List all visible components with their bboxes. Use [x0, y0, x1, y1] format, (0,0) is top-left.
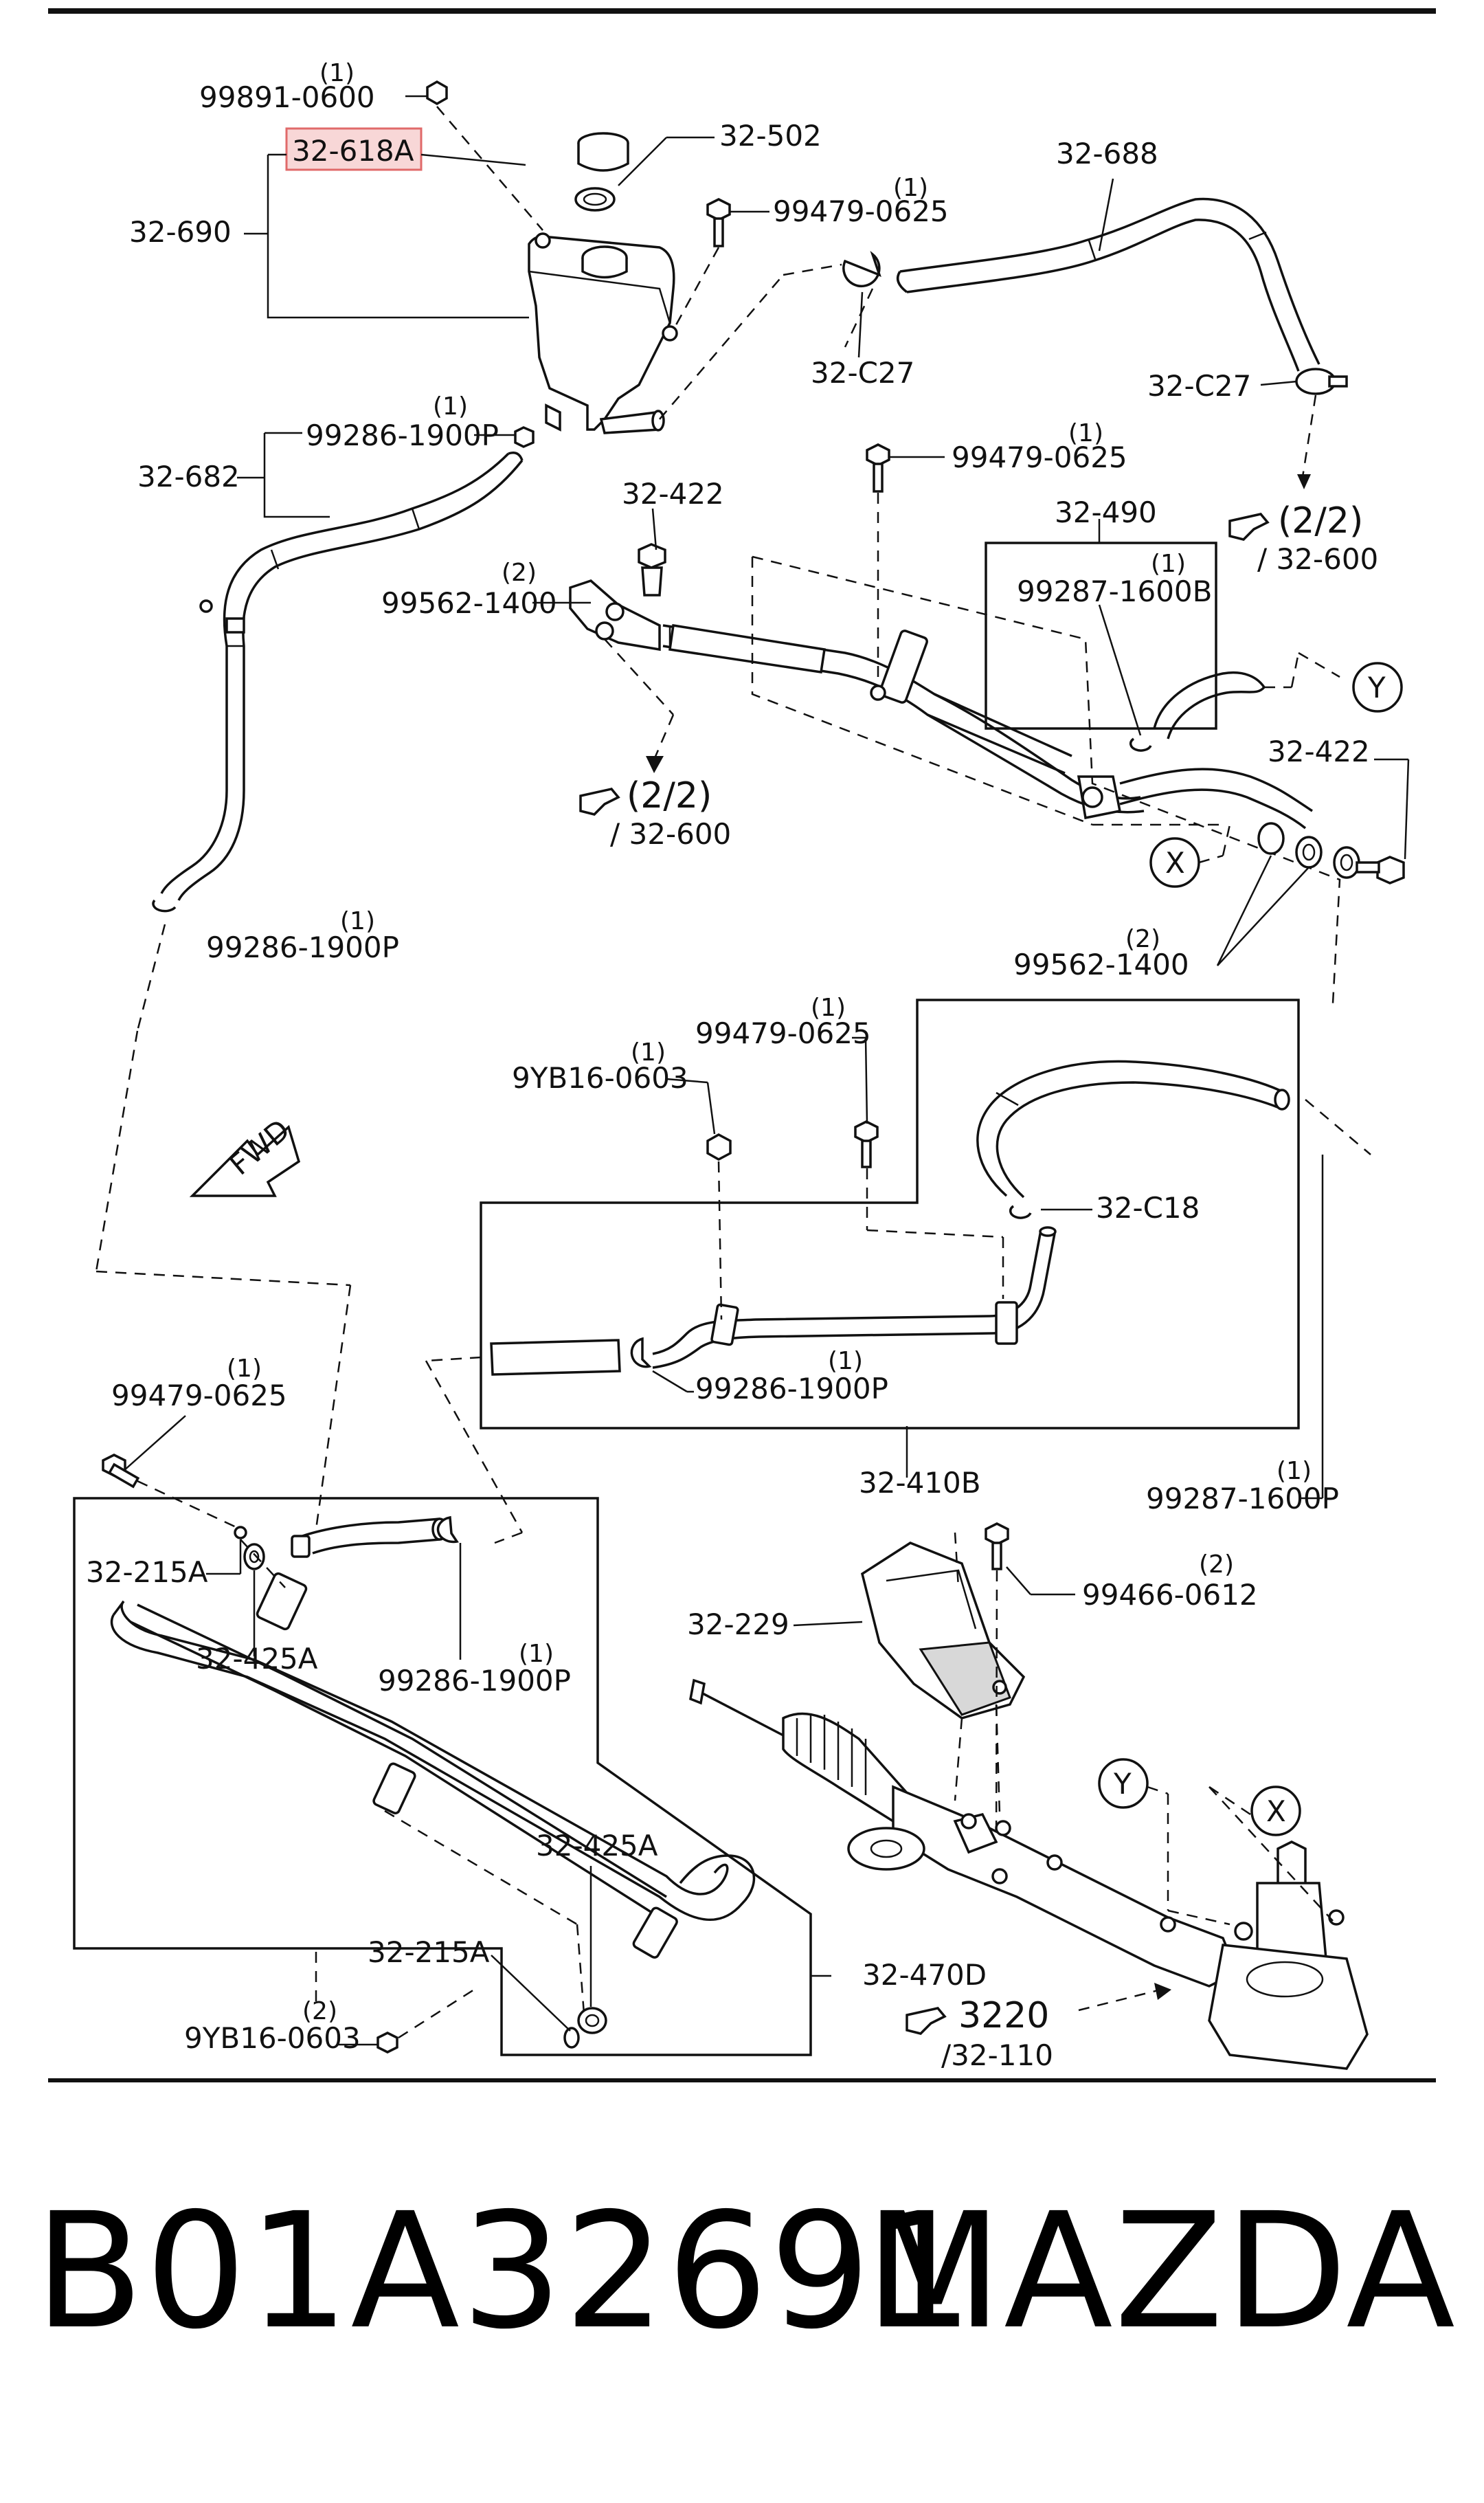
label-32-688: 32-688 [1056, 137, 1158, 170]
qty-99286a: (1) [433, 392, 468, 421]
qty-99479b: (1) [1068, 419, 1103, 447]
ref-2-2-b: (2/2) [627, 775, 712, 816]
pointing-hand-icon [579, 788, 620, 816]
label-32-502: 32-502 [719, 119, 822, 153]
label-32-682: 32-682 [137, 460, 240, 493]
fwd-arrow-icon [189, 1124, 301, 1197]
steering-parts-diagram: (1) 99891-0600 32-618A 32-502 32-690 (1)… [48, 8, 1436, 2082]
label-99286-1900p-d: 99286-1900P [378, 1664, 571, 1698]
label-99891-0600: 99891-0600 [199, 80, 375, 114]
qty-99287a: (1) [1151, 550, 1186, 578]
qty-99479a: (1) [893, 174, 928, 202]
pointing-hand-icon [906, 2007, 947, 2035]
reservoir-assembly [528, 132, 678, 434]
qty-99891: (1) [319, 59, 355, 87]
label-99287-1600b: 99287-1600B [1017, 575, 1212, 608]
qty-99562b: (2) [1125, 925, 1160, 953]
banjo-fitting-left [569, 579, 661, 652]
qty-99466: (2) [1199, 1550, 1234, 1579]
label-99286-1900p-a: 99286-1900P [306, 419, 499, 452]
callout-x-bottom-label: X [1266, 1794, 1286, 1828]
box-32-490 [985, 542, 1217, 730]
label-32-470d: 32-470D [862, 1958, 987, 1992]
brand-name: MAZDA [864, 2179, 1457, 2364]
label-32-690: 32-690 [129, 215, 232, 249]
qty-99479c: (1) [811, 994, 846, 1022]
ref-2-2-a-sub: / 32-600 [1257, 542, 1378, 576]
label-32-229: 32-229 [687, 1608, 789, 1641]
qty-99286c: (1) [828, 1347, 863, 1375]
box-32-470d [73, 1497, 812, 2056]
footer: B01A32691 MAZDA [0, 2179, 1484, 2385]
label-32-425a-2: 32-425A [536, 1829, 658, 1862]
callout-y-top [1352, 662, 1403, 713]
highlight-box [285, 127, 423, 171]
ref-2-2-a: (2/2) [1278, 500, 1363, 542]
label-32-215a-1: 32-215A [86, 1555, 208, 1589]
label-32-618a: 32-618A [292, 134, 414, 168]
label-99286-1900p-b: 99286-1900P [206, 931, 399, 964]
steering-rack [689, 1678, 1369, 2070]
label-32-c18: 32-C18 [1096, 1191, 1200, 1225]
part-number: B01A32691 [34, 2179, 976, 2364]
callout-x-top-label: X [1165, 846, 1185, 880]
qty-99287b: (1) [1277, 1457, 1312, 1485]
qty-9yb16b: (2) [302, 1997, 337, 2025]
qty-99286b: (1) [340, 907, 375, 935]
label-99287-1600p: 99287-1600P [1146, 1482, 1339, 1515]
label-99562-1400-b: 99562-1400 [1013, 948, 1189, 981]
qty-99562a: (2) [502, 559, 537, 587]
label-99479-0625-b: 99479-0625 [952, 441, 1127, 474]
label-99479-0625-c: 99479-0625 [695, 1016, 871, 1050]
label-99466-0612: 99466-0612 [1082, 1578, 1258, 1612]
label-32-c27-b: 32-C27 [1147, 369, 1251, 403]
label-32-c27-a: 32-C27 [811, 356, 914, 390]
label-32-422-b: 32-422 [1268, 735, 1370, 768]
callout-y-top-label: Y [1367, 671, 1386, 704]
ref-2-2-b-sub: / 32-600 [610, 817, 731, 851]
label-9yb16-0603-b: 9YB16-0603 [184, 2021, 361, 2055]
label-32-410b: 32-410B [859, 1466, 981, 1500]
label-32-490: 32-490 [1055, 496, 1157, 529]
label-32-425a-1: 32-425A [196, 1642, 318, 1676]
label-99479-0625-d: 99479-0625 [111, 1379, 287, 1412]
box-32-410b [480, 999, 1300, 1430]
qty-99286d: (1) [519, 1640, 554, 1668]
label-9yb16-0603-a: 9YB16-0603 [512, 1061, 688, 1095]
qty-99479d: (1) [227, 1355, 262, 1383]
label-99562-1400-a: 99562-1400 [381, 586, 557, 620]
label-32-215a-2: 32-215A [368, 1935, 490, 1969]
label-99286-1900p-c: 99286-1900P [695, 1372, 888, 1405]
ref-3220: 3220 [958, 1995, 1049, 2036]
pointing-hand-icon [1228, 513, 1270, 541]
label-32-422-a: 32-422 [622, 477, 724, 511]
callout-x-bottom [1250, 1786, 1301, 1836]
bolt-99479a [706, 198, 731, 247]
qty-9yb16a: (1) [631, 1038, 666, 1067]
callout-y-bottom [1098, 1758, 1149, 1809]
label-99479-0625-a: 99479-0625 [773, 194, 949, 228]
callout-y-bottom-label: Y [1113, 1767, 1132, 1801]
ref-3220-sub: /32-110 [941, 2038, 1053, 2072]
